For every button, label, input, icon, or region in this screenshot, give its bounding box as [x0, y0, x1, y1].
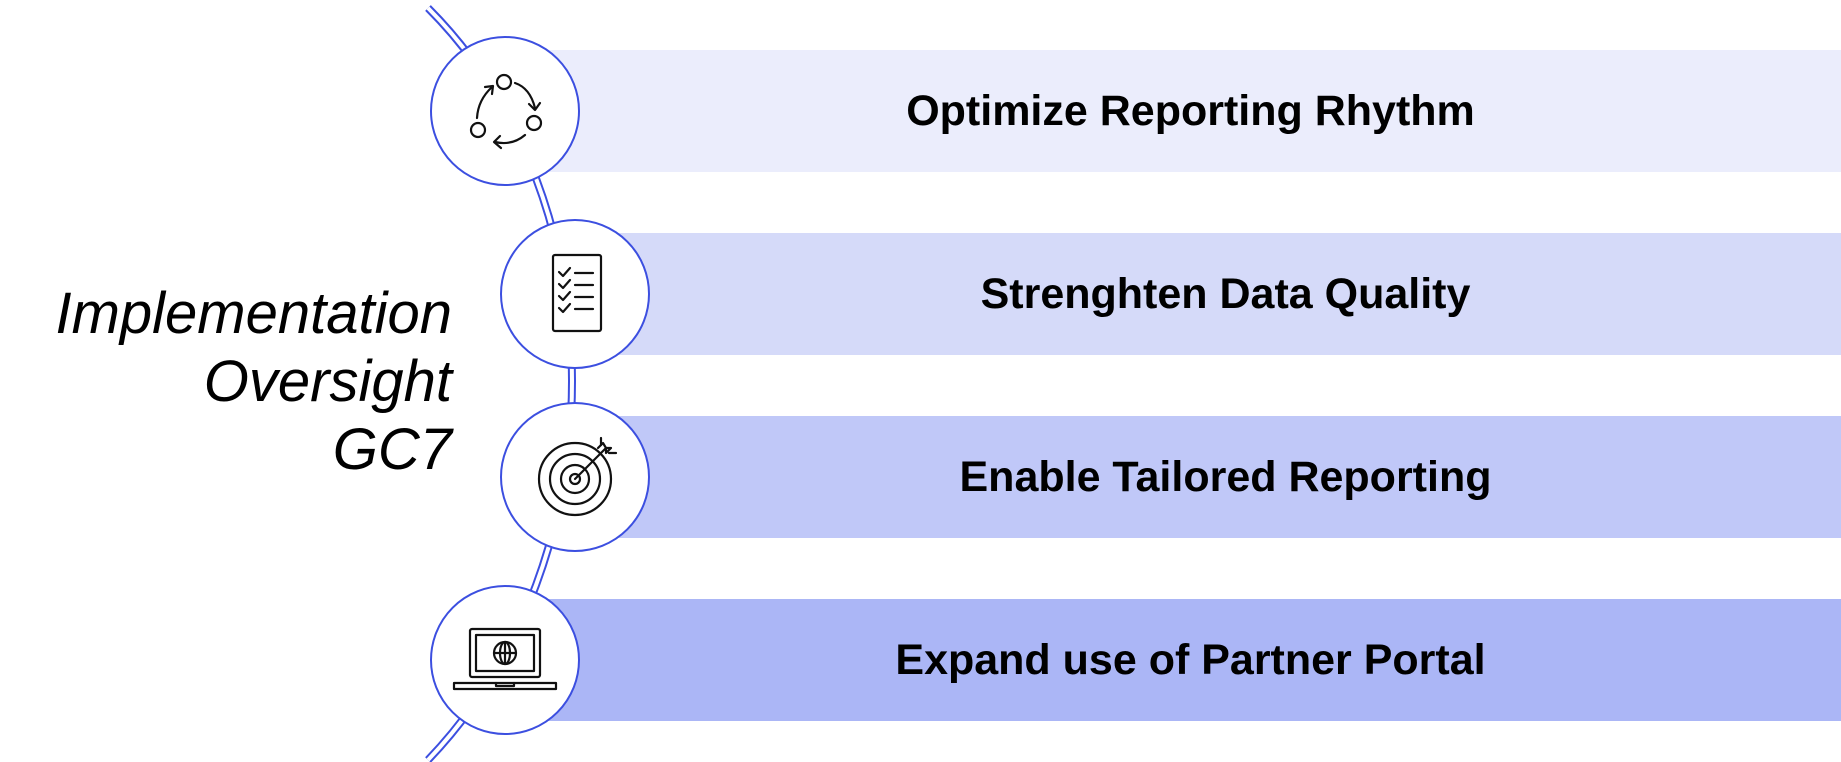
- step-label-2: Strenghten Data Quality: [980, 269, 1471, 318]
- title-line-2: Oversight: [203, 349, 452, 414]
- step-band-4: Expand use of Partner Portal: [540, 599, 1841, 721]
- title-line-3: GC7: [332, 417, 452, 482]
- step-4-icon-circle: [430, 585, 580, 735]
- title-line-1: Implementation: [55, 281, 452, 346]
- step-label-3: Enable Tailored Reporting: [959, 452, 1492, 501]
- step-label-1: Optimize Reporting Rhythm: [906, 86, 1475, 135]
- step-2-icon-circle: [500, 219, 650, 369]
- step-band-3: Enable Tailored Reporting: [610, 416, 1841, 538]
- step-band-2: Strenghten Data Quality: [610, 233, 1841, 355]
- step-band-1: Optimize Reporting Rhythm: [540, 50, 1841, 172]
- step-1-icon-circle: [430, 36, 580, 186]
- cycle-arrows-icon: [469, 73, 543, 150]
- target-arrow-icon: [537, 436, 618, 517]
- step-3-icon-circle: [500, 402, 650, 552]
- step-label-4: Expand use of Partner Portal: [895, 635, 1486, 684]
- checklist-icon: [551, 253, 603, 333]
- laptop-globe-icon: [452, 627, 558, 691]
- diagram-title: Implementation Oversight GC7: [0, 280, 452, 484]
